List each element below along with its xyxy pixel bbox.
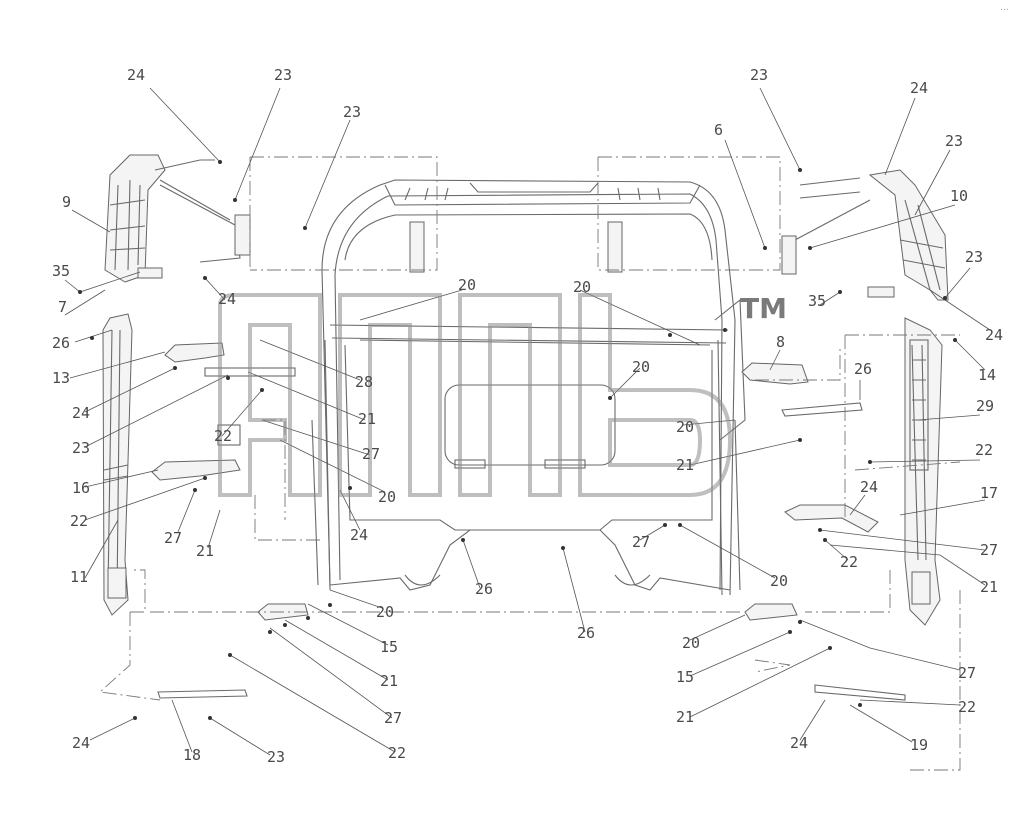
callout-label: 23 xyxy=(72,439,90,457)
cab-roof-shell xyxy=(311,179,746,596)
callout-label: 22 xyxy=(214,427,232,445)
callout-label: 21 xyxy=(676,456,694,474)
callout-label: 22 xyxy=(70,512,88,530)
watermark-trademark: TM xyxy=(740,292,787,325)
callout-label: 16 xyxy=(72,479,90,497)
callout-label: 21 xyxy=(196,542,214,560)
callout-label: 8 xyxy=(776,333,785,351)
callout-label: 19 xyxy=(910,736,928,754)
callout-label: 20 xyxy=(632,358,650,376)
strap-29 xyxy=(781,402,863,417)
callout-label: 26 xyxy=(475,580,493,598)
callout-label: 7 xyxy=(58,298,67,316)
callout-label: 24 xyxy=(127,66,145,84)
right-upper-pillar-panel xyxy=(868,169,949,301)
bracket-35-left xyxy=(137,267,163,279)
leader-lines xyxy=(64,87,991,756)
callout-label: 27 xyxy=(384,709,402,727)
callout-label: 22 xyxy=(975,441,993,459)
callout-label: 20 xyxy=(573,278,591,296)
callout-label: 18 xyxy=(183,746,201,764)
callout-label: 9 xyxy=(62,193,71,211)
callout-label: 24 xyxy=(72,404,90,422)
handle-15-right xyxy=(744,603,798,621)
assembly-lines xyxy=(98,156,961,771)
callout-label: 20 xyxy=(770,572,788,590)
callout-label: 14 xyxy=(978,366,996,384)
callout-label: 24 xyxy=(72,734,90,752)
callout-label: 24 xyxy=(910,79,928,97)
strap-18 xyxy=(157,689,248,699)
left-upper-pillar-panel xyxy=(104,154,166,283)
callout-label: 23 xyxy=(750,66,768,84)
fastener-dots xyxy=(78,160,957,720)
callout-label: 23 xyxy=(945,132,963,150)
callout-label: 27 xyxy=(980,541,998,559)
callout-label: 27 xyxy=(958,664,976,682)
callout-label: 20 xyxy=(376,603,394,621)
handle-16 xyxy=(151,459,241,481)
right-upper-bracket xyxy=(781,177,871,275)
strap-19 xyxy=(814,684,906,701)
callout-label: 23 xyxy=(267,748,285,766)
callout-label: 23 xyxy=(343,103,361,121)
callout-label: 20 xyxy=(378,488,396,506)
callout-label: 29 xyxy=(976,397,994,415)
callout-label: 27 xyxy=(632,533,650,551)
callout-label: 24 xyxy=(218,290,236,308)
callout-label: 20 xyxy=(458,276,476,294)
callout-label: 21 xyxy=(676,708,694,726)
watermark-logo xyxy=(218,293,733,497)
callout-label: 10 xyxy=(950,187,968,205)
callout-label: 21 xyxy=(380,672,398,690)
callout-label: 26 xyxy=(854,360,872,378)
handle-13 xyxy=(164,342,225,363)
callout-label: 35 xyxy=(52,262,70,280)
callout-label: 24 xyxy=(790,734,808,752)
callout-label: 24 xyxy=(985,326,1003,344)
bracket-35-right xyxy=(867,286,895,298)
callout-label: 24 xyxy=(350,526,368,544)
callout-label: 21 xyxy=(980,578,998,596)
callout-label: 20 xyxy=(682,634,700,652)
callout-label: 20 xyxy=(676,418,694,436)
callout-labels: 24 23 23 9 35 7 24 26 13 24 23 16 22 11 … xyxy=(52,66,1003,766)
handle-17 xyxy=(784,504,879,533)
callout-label: 6 xyxy=(714,121,723,139)
callout-label: 13 xyxy=(52,369,70,387)
callout-label: 21 xyxy=(358,410,376,428)
callout-label: 35 xyxy=(808,292,826,310)
callout-label: 28 xyxy=(355,373,373,391)
left-upper-bracket xyxy=(154,159,251,263)
callout-label: 24 xyxy=(860,478,878,496)
callout-label: 17 xyxy=(980,484,998,502)
callout-label: 15 xyxy=(676,668,694,686)
callout-label: 23 xyxy=(965,248,983,266)
corner-mark: … xyxy=(1000,3,1009,13)
callout-label: 22 xyxy=(388,744,406,762)
callout-label: 22 xyxy=(840,553,858,571)
callout-label: 11 xyxy=(70,568,88,586)
callout-label: 22 xyxy=(958,698,976,716)
callout-label: 23 xyxy=(274,66,292,84)
callout-label: 26 xyxy=(577,624,595,642)
callout-label: 27 xyxy=(164,529,182,547)
callout-label: 15 xyxy=(380,638,398,656)
left-lower-pillar xyxy=(102,313,133,616)
handle-14 xyxy=(741,362,809,385)
callout-label: 26 xyxy=(52,334,70,352)
callout-label: 27 xyxy=(362,445,380,463)
right-lower-pillar xyxy=(904,317,943,626)
